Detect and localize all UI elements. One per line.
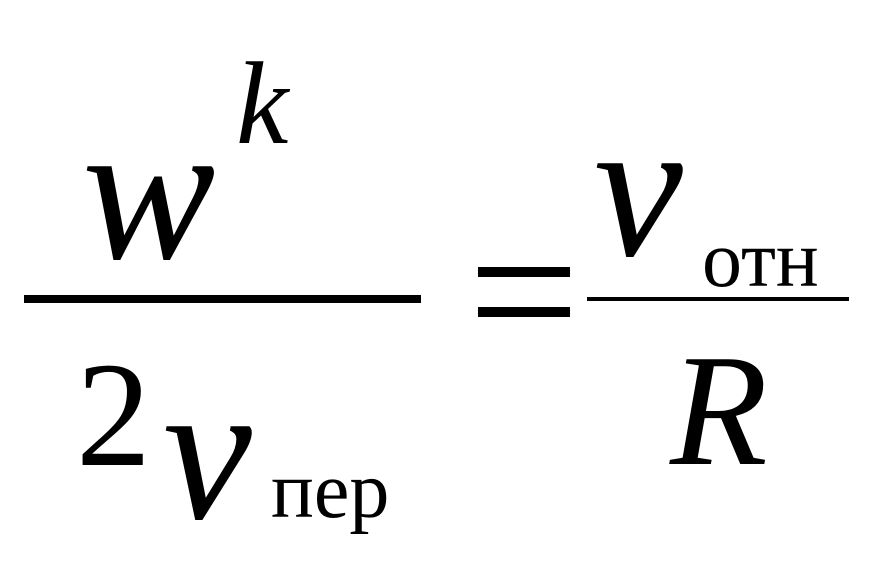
right-fraction-bar <box>587 297 849 301</box>
velocity-v-denominator: v <box>163 341 252 562</box>
radius-r-symbol: R <box>670 321 768 499</box>
superscript-k: k <box>236 38 289 169</box>
velocity-v-numerator: v <box>594 78 683 299</box>
subscript-per: пер <box>271 447 390 535</box>
left-fraction-bar <box>24 295 421 303</box>
coefficient-two: 2 <box>76 332 151 498</box>
omega-w-symbol: w <box>82 81 216 302</box>
equals-sign-bottom-stroke <box>478 307 570 317</box>
subscript-otn: отн <box>702 216 819 304</box>
equals-sign-top-stroke <box>478 267 570 277</box>
